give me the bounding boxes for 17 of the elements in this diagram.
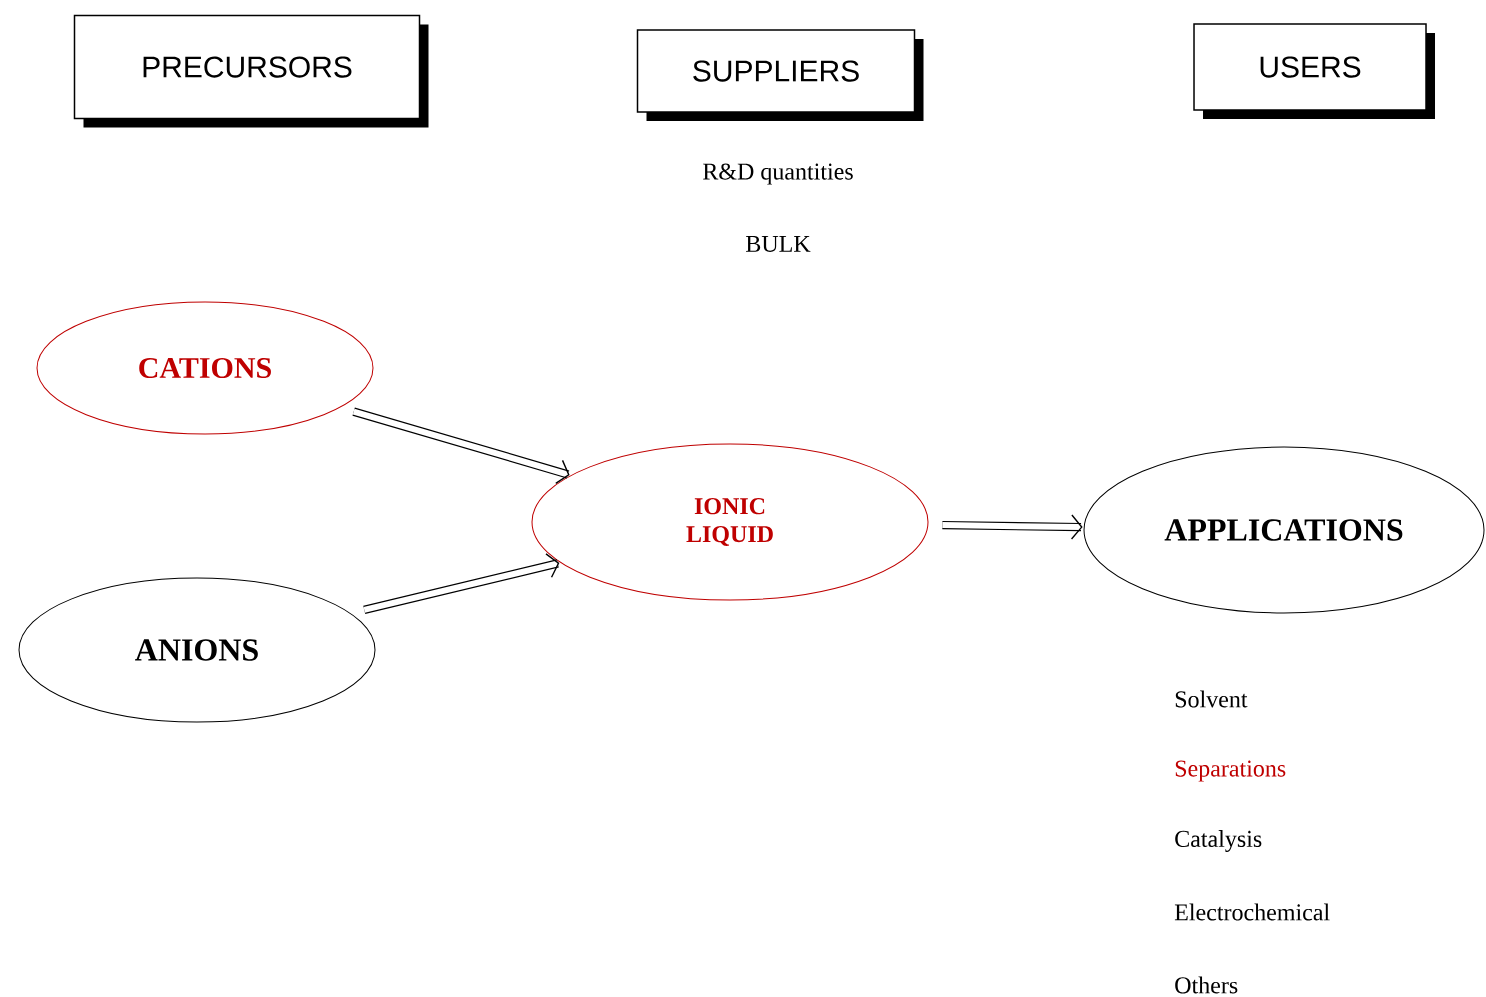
label-box: USERS [1193,23,1435,119]
double-arrow [942,514,1083,540]
note-text: Catalysis [1175,830,1262,852]
double-arrow [363,553,560,614]
ellipse-node: CATIONS [36,301,374,435]
note-text: BULK [746,236,811,252]
ellipse-node: ANIONS [18,577,376,723]
note-text: Separations [1175,760,1286,782]
note-text: Others [1175,976,1238,994]
note-text: Electrochemical [1174,903,1330,921]
double-arrow [352,407,570,485]
label-box: SUPPLIERS [636,29,924,121]
label-box: PRECURSORS [73,14,429,128]
note-text: Solvent [1175,690,1248,708]
note-text: R&D quantities [703,163,853,185]
ellipse-node: IONIC LIQUID [531,443,929,601]
ellipse-node: APPLICATIONS [1083,446,1485,614]
